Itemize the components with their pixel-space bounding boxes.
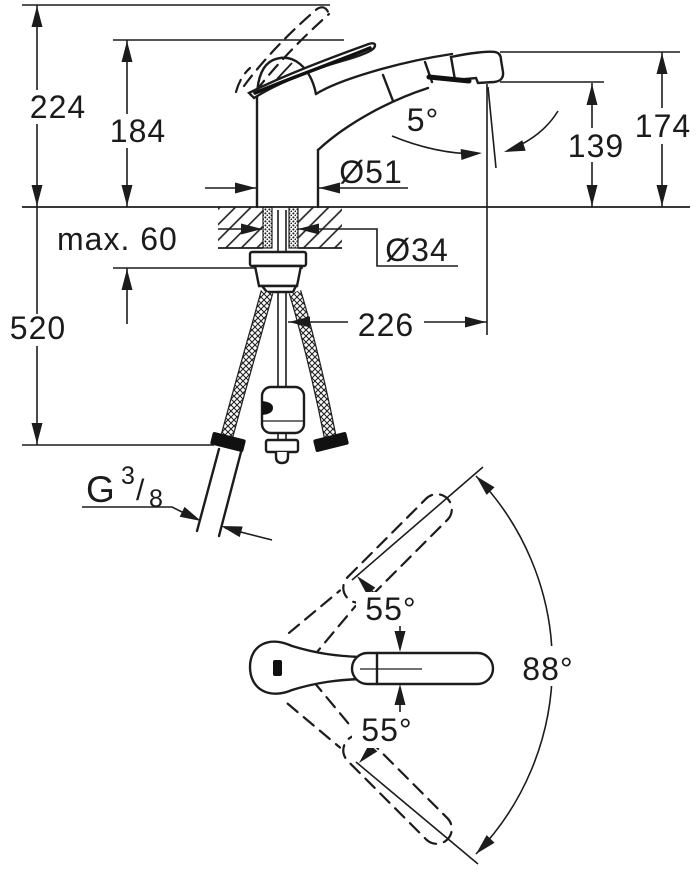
mounting-hardware (113, 206, 308, 294)
thread-numerator: 3 (121, 462, 136, 490)
dim-thread-label: G 3 / 8 (86, 462, 164, 513)
handle-swung-up-dashed (287, 493, 453, 660)
counter-deck (218, 207, 342, 249)
label-backgrounds (10, 90, 696, 748)
dim-224-label: 224 (30, 89, 86, 125)
dim-dia34-label: Ø34 (385, 232, 448, 268)
dimension-spray-angle (391, 110, 559, 160)
reference-lines (22, 4, 690, 446)
dimension-thread (82, 506, 273, 541)
side-view (22, 4, 690, 541)
hose-end-fitting-right (313, 432, 349, 452)
dimension-body-diameter (205, 182, 408, 194)
dimension-hole-diameter (218, 223, 458, 267)
handle-top-view (248, 640, 495, 695)
dim-55down-label: 55° (361, 712, 412, 748)
threaded-shank-left (262, 206, 273, 249)
thread-prefix: G (86, 469, 116, 510)
thread-denominator: 8 (149, 485, 164, 513)
dimension-swing-up (357, 576, 406, 652)
plan-view (248, 466, 554, 865)
spray-axis (486, 84, 497, 335)
dim-184-label: 184 (110, 113, 166, 149)
faucet-body (234, 6, 505, 209)
labels: 224 184 5° 139 174 Ø51 max. 60 Ø34 520 2… (10, 89, 691, 748)
threaded-shank-right (288, 206, 299, 249)
dimension-deck-thickness (121, 268, 133, 324)
dim-5deg-label: 5° (407, 102, 440, 138)
lever-handle-raised-dashed (234, 6, 331, 94)
thread-slash: / (136, 474, 145, 507)
dim-174-label: 174 (635, 108, 691, 144)
hose-end-fitting-left (210, 432, 246, 452)
handle-swung-down-dashed (286, 679, 453, 845)
dim-max60-label: max. 60 (57, 221, 178, 257)
supply-hoses (210, 290, 349, 452)
dim-139-label: 139 (568, 128, 624, 164)
cartridge-mark (273, 660, 282, 676)
dim-55up-label: 55° (365, 591, 416, 627)
pullout-spray-head (449, 50, 505, 85)
dim-520-label: 520 (10, 310, 66, 346)
dim-226-label: 226 (358, 307, 414, 343)
dim-dia51-label: Ø51 (339, 154, 402, 190)
hose-counterweight (260, 385, 306, 465)
supply-pipe (195, 447, 243, 538)
dim-88-label: 88° (522, 651, 573, 687)
pullout-hose-tube (277, 210, 287, 387)
